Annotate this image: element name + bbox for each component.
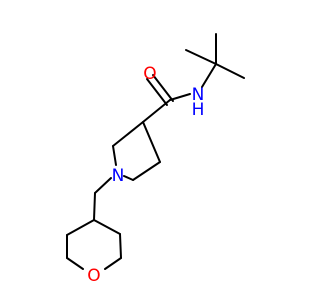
carbonyl-oxygen-label: O [143, 64, 156, 84]
amide-nitrogen-label: N [192, 85, 205, 105]
bond-ch2-to-oxane [93, 192, 96, 221]
ring-nitrogen-label: N [112, 166, 125, 186]
bond-n1-to-ch2 [94, 177, 112, 194]
ring-oxygen-label: O [87, 266, 100, 286]
bond-carbonyl-double-b [146, 78, 168, 106]
amide-hydrogen-label: H [192, 100, 205, 120]
bond-tbutyl-methyl-left [185, 49, 217, 65]
bond-carbonyl-to-ring [142, 99, 171, 123]
bond-oxane-c4-c3 [66, 219, 95, 236]
bond-nitrogen-to-carbonyl [169, 93, 191, 101]
bond-pyrrolidine-c5-n1 [123, 175, 134, 181]
bond-pyrrolidine-c4-c5 [132, 161, 161, 181]
bond-pyrrolidine-c3-c2 [112, 121, 144, 147]
bond-carbonyl-double-a [152, 74, 174, 102]
bond-oxane-c2-o1 [66, 257, 84, 270]
bond-pyrrolidine-c2-n1 [112, 145, 117, 166]
molecule-structure-canvas: O N H N O [66, 33, 245, 286]
molecule-diagram: O N H N O [66, 33, 245, 286]
bond-oxane-c6-o1 [104, 257, 122, 270]
bond-tbutyl-to-nitrogen [201, 63, 217, 88]
bond-oxane-c5-c6 [119, 233, 122, 259]
bond-tbutyl-methyl-right [215, 63, 245, 79]
bond-oxane-c4-c5 [93, 219, 121, 235]
bond-pyrrolidine-c3-c4 [142, 121, 161, 163]
